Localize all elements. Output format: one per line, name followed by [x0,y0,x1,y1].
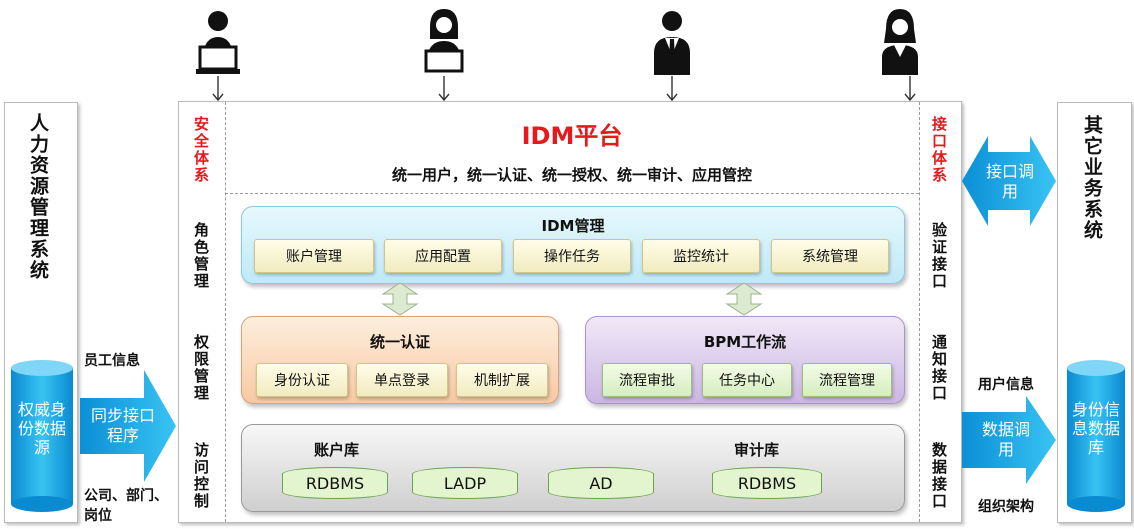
user-laptop-icon [196,11,240,74]
rdbms-db-icon: RDBMS [282,467,388,499]
bpm-workflow-box: BPM工作流 流程审批 任务中心 流程管理 [585,316,905,404]
process-approval-item: 流程审批 [602,363,692,397]
interface-system-header: 接口体系 [930,116,948,184]
verification-interface-label: 验证接口 [930,222,948,290]
sync-arrow-icon [80,370,176,482]
account-store-label: 账户库 [314,441,360,459]
system-management-item: 系统管理 [771,239,889,273]
company-dept-position-label: 公司、部门、岗位 [84,488,168,524]
woman-laptop-icon [424,9,464,73]
ladp-db-icon: LADP [412,467,518,499]
idm-management-box: IDM管理 账户管理 应用配置 操作任务 监控统计 系统管理 [241,206,905,284]
org-structure-label: 组织架构 [978,499,1034,515]
sso-item: 单点登录 [356,363,448,397]
unified-auth-title: 统一认证 [369,333,430,351]
identity-info-db-icon: 身份信息数据库 [1066,360,1126,512]
employee-info-label: 员工信息 [84,353,140,369]
user-info-label: 用户信息 [978,377,1034,393]
app-config-item: 应用配置 [384,239,502,273]
interface-call-arrow-icon [962,136,1056,226]
monitor-stats-item: 监控统计 [642,239,760,273]
process-management-item: 流程管理 [802,363,892,397]
account-management-item: 账户管理 [254,239,374,273]
woman-icon [882,9,918,75]
interface-call-label: 接口调用 [985,162,1034,201]
bidirectional-arrow-icon [725,282,763,316]
platform-subtitle: 统一用户，统一认证、统一授权、统一审计、应用管控 [391,166,752,184]
security-system-header: 安全体系 [192,116,210,184]
down-arrow-icon [904,76,916,102]
role-management-label: 角色管理 [192,222,210,290]
storage-box: 账户库 审计库 RDBMS LADP AD RDBMS [241,424,905,512]
audit-store-label: 审计库 [734,441,780,459]
data-call-arrow-icon [962,396,1056,484]
identity-auth-item: 身份认证 [256,363,348,397]
identity-info-label: 身份信息数据库 [1072,400,1121,457]
other-systems-title: 其它业务系统 [1081,115,1103,241]
access-control-label: 访问控制 [192,442,210,510]
bpm-title: BPM工作流 [703,333,787,351]
bidirectional-arrow-icon [381,282,419,316]
sync-interface-label: 同步接口程序 [90,406,155,445]
down-arrow-icon [666,76,678,102]
businessman-icon [654,11,690,75]
data-call-label: 数据调用 [982,420,1031,459]
authoritative-source-db-icon: 权威身份数据源 [10,360,74,512]
rdbms-audit-db-icon: RDBMS [712,467,822,499]
idm-platform-panel: IDM平台 统一用户，统一认证、统一授权、统一审计、应用管控 安全体系 角色管理… [178,101,962,523]
notification-interface-label: 通知接口 [930,334,948,402]
hr-system-title: 人力资源管理系统 [27,113,49,281]
right-divider [919,102,920,522]
mechanism-extension-item: 机制扩展 [456,363,548,397]
ad-db-icon: AD [548,467,654,499]
idm-management-title: IDM管理 [541,217,605,235]
down-arrow-icon [212,76,224,102]
unified-auth-box: 统一认证 身份认证 单点登录 机制扩展 [241,316,559,404]
header-divider [225,193,919,194]
permission-management-label: 权限管理 [192,334,210,402]
platform-title: IDM平台 [521,122,623,150]
authoritative-source-label: 权威身份数据源 [18,400,67,457]
task-center-item: 任务中心 [702,363,792,397]
down-arrow-icon [438,76,450,102]
operation-task-item: 操作任务 [513,239,631,273]
left-divider [225,102,226,522]
data-interface-label: 数据接口 [930,442,948,510]
